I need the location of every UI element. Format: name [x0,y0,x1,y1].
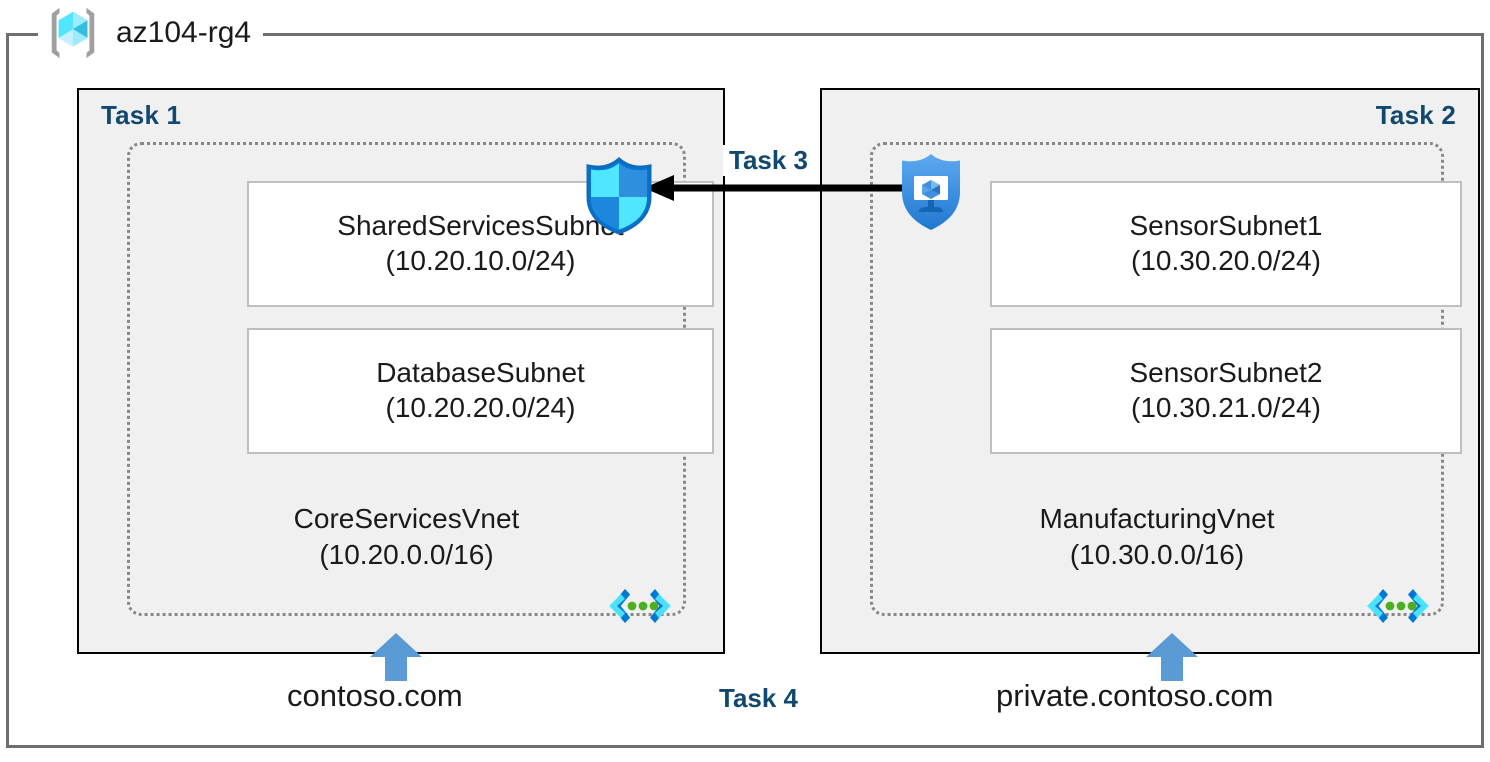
vnet-name: ManufacturingVnet [1039,503,1275,534]
resource-group-name: az104-rg4 [116,16,252,49]
resource-group-frame [6,33,1484,748]
virtual-network-icon [607,581,673,631]
task-3-label: Task 3 [723,145,815,176]
manufacturingvnet-container: SensorSubnet1 (10.30.20.0/24) SensorSubn… [870,142,1462,623]
coreservicesvnet-container: SharedServicesSubnet (10.20.10.0/24) Dat… [127,142,714,623]
task-4-label: Task 4 [719,683,799,713]
dns-zone-label-private-contoso: private.contoso.com [996,678,1274,713]
subnet-sensorsubnet2: SensorSubnet2 (10.30.21.0/24) [990,328,1462,454]
subnet-name: SensorSubnet1 [1129,210,1323,242]
coreservicesvnet-caption: CoreServicesVnet (10.20.0.0/16) [130,501,683,573]
subnet-sensorsubnet1: SensorSubnet1 (10.30.20.0/24) [990,181,1462,307]
azure-resource-group-icon [44,4,102,62]
manufacturingvnet-caption: ManufacturingVnet (10.30.0.0/16) [873,501,1441,573]
subnet-cidr: (10.20.10.0/24) [385,245,576,276]
subnet-name: SharedServicesSubnet [337,210,624,242]
subnet-cidr: (10.30.20.0/24) [1131,245,1321,276]
vm-shield-icon [897,152,965,232]
task-3-connector-arrow [640,172,920,204]
subnet-cidr: (10.20.20.0/24) [385,392,576,423]
vnet-cidr: (10.30.0.0/16) [1069,538,1245,570]
subnet-name: DatabaseSubnet [376,357,585,389]
vnet-cidr: (10.20.0.0/16) [319,538,494,570]
task-2-label: Task 2 [1375,100,1456,130]
up-arrow-icon [370,633,422,681]
resource-group-header: az104-rg4 [38,0,264,66]
virtual-network-icon [1365,581,1431,631]
subnet-name: SensorSubnet2 [1129,357,1323,389]
subnet-databasesubnet: DatabaseSubnet (10.20.20.0/24) [247,328,714,454]
subnet-cidr: (10.30.21.0/24) [1131,392,1321,423]
up-arrow-icon [1146,633,1198,681]
vnet-name: CoreServicesVnet [293,503,520,534]
task-1-label: Task 1 [101,100,182,130]
dns-zone-label-contoso: contoso.com [287,678,463,713]
network-security-group-shield-icon [583,156,655,235]
